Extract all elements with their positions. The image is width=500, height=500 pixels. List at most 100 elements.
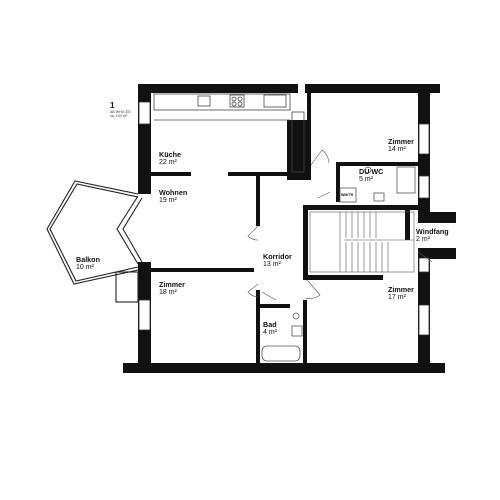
wall-zimmer1-left — [307, 92, 311, 162]
room-area: 13 m² — [263, 261, 281, 269]
fridge — [263, 94, 287, 108]
room-label-wohnen: Wohnen 19 m² — [159, 188, 188, 205]
bad-sink — [291, 325, 303, 337]
wall-top-left — [138, 84, 298, 93]
bay-window-inner — [122, 197, 143, 263]
wall-stair-top — [305, 205, 418, 210]
stair-well — [309, 211, 415, 273]
room-label-balkon: Balkon 10 m² — [76, 255, 100, 272]
stairs — [309, 211, 415, 273]
window-right-2 — [418, 175, 430, 199]
door-windfang — [417, 251, 433, 263]
room-area: 2 m² — [416, 236, 430, 244]
unit-line2: ca. 104 m² — [110, 114, 127, 119]
room-area: 22 m² — [159, 159, 177, 167]
wall-kueche-wohnen — [151, 172, 191, 176]
duwc-toilet — [364, 166, 372, 174]
wall-windfang-bottom — [418, 248, 456, 259]
burner-2 — [237, 96, 243, 102]
balcony-step — [115, 271, 139, 303]
wall-zimmer2-right — [256, 290, 260, 365]
room-name: Balkon — [76, 255, 100, 264]
wall-zimmer2-top — [151, 268, 254, 272]
window-left-2 — [138, 299, 151, 331]
door-wohnen — [247, 225, 259, 241]
wall-top-right — [305, 84, 440, 93]
room-area: 18 m² — [159, 289, 177, 297]
balcony-railing-inner — [49, 183, 139, 282]
burner-4 — [237, 101, 243, 107]
balcony-railing — [46, 180, 139, 285]
room-area: 10 m² — [76, 264, 94, 272]
room-area: 19 m² — [159, 197, 177, 205]
window-left-1 — [138, 101, 151, 125]
room-label-duwc: DU WC 5 m² — [359, 167, 384, 184]
room-name: Zimmer — [388, 285, 414, 294]
shower — [396, 166, 416, 194]
room-name: Zimmer — [388, 137, 414, 146]
window-right-4 — [418, 257, 430, 273]
room-label-windfang: Windfang 2 m² — [416, 227, 449, 244]
counter-top — [153, 93, 291, 111]
room-area: 5 m² — [359, 176, 373, 184]
bad-toilet — [292, 312, 300, 320]
room-name: DU WC — [359, 167, 384, 176]
room-name: Bad — [263, 320, 277, 329]
wall-left-upper — [138, 84, 151, 194]
room-label-zimmer2: Zimmer 18 m² — [159, 280, 185, 297]
windows — [138, 101, 430, 336]
kitchen-counter — [153, 93, 305, 173]
room-area: 17 m² — [388, 294, 406, 302]
counter-side — [291, 111, 305, 173]
room-name: Korridor — [263, 252, 292, 261]
door-swings — [247, 149, 433, 301]
wall-kueche-wohnen-2 — [228, 172, 288, 176]
room-label-bad: Bad 4 m² — [263, 320, 277, 337]
wall-bottom — [123, 363, 445, 373]
wall-wohnen-right — [256, 176, 260, 226]
room-name: Küche — [159, 150, 181, 159]
unit-label: 1 AB WHG EG ca. 104 m² — [110, 101, 131, 118]
bath-fixtures — [261, 166, 416, 362]
room-name: Zimmer — [159, 280, 185, 289]
room-name: Windfang — [416, 227, 449, 236]
window-right-3 — [418, 304, 430, 336]
exterior-walls — [123, 84, 445, 373]
burner-3 — [231, 101, 237, 107]
room-area: 4 m² — [263, 329, 277, 337]
room-label-zimmer1: Zimmer 14 m² — [388, 137, 414, 154]
wall-bad-top — [260, 304, 290, 308]
washer-tag: WM/TR — [341, 193, 353, 197]
door-zimmer1 — [317, 191, 331, 199]
wall-windfang-left — [405, 210, 410, 240]
wall-zimmer1-bottom — [338, 162, 418, 166]
room-label-kueche: Küche 22 m² — [159, 150, 181, 167]
room-area: 14 m² — [388, 146, 406, 154]
washer — [339, 187, 357, 203]
door-bad — [261, 291, 277, 301]
wall-stair-left — [303, 205, 308, 280]
bathtub — [261, 345, 301, 362]
bay-window — [116, 195, 139, 265]
door-zimmer2 — [247, 283, 259, 298]
window-right-1 — [418, 123, 430, 155]
duwc-sink — [373, 192, 385, 202]
interior-walls — [151, 92, 456, 365]
unit-number: 1 — [110, 101, 115, 110]
door-kueche — [310, 149, 330, 166]
room-label-zimmer3: Zimmer 17 m² — [388, 285, 414, 302]
stove — [229, 94, 245, 108]
sink — [197, 95, 211, 107]
wall-bad-right — [303, 300, 307, 365]
door-zimmer3 — [304, 279, 321, 299]
wall-duwc-left — [336, 162, 340, 202]
washer-tag-text: WM/TR — [341, 193, 354, 197]
wall-windfang-top — [418, 212, 456, 223]
wall-stair-bottom — [303, 275, 383, 280]
burner-1 — [231, 96, 237, 102]
unit-line1: AB WHG EG — [110, 110, 131, 115]
room-name: Wohnen — [159, 188, 188, 197]
balcony — [46, 180, 143, 303]
room-label-korridor: Korridor 13 m² — [263, 252, 292, 269]
